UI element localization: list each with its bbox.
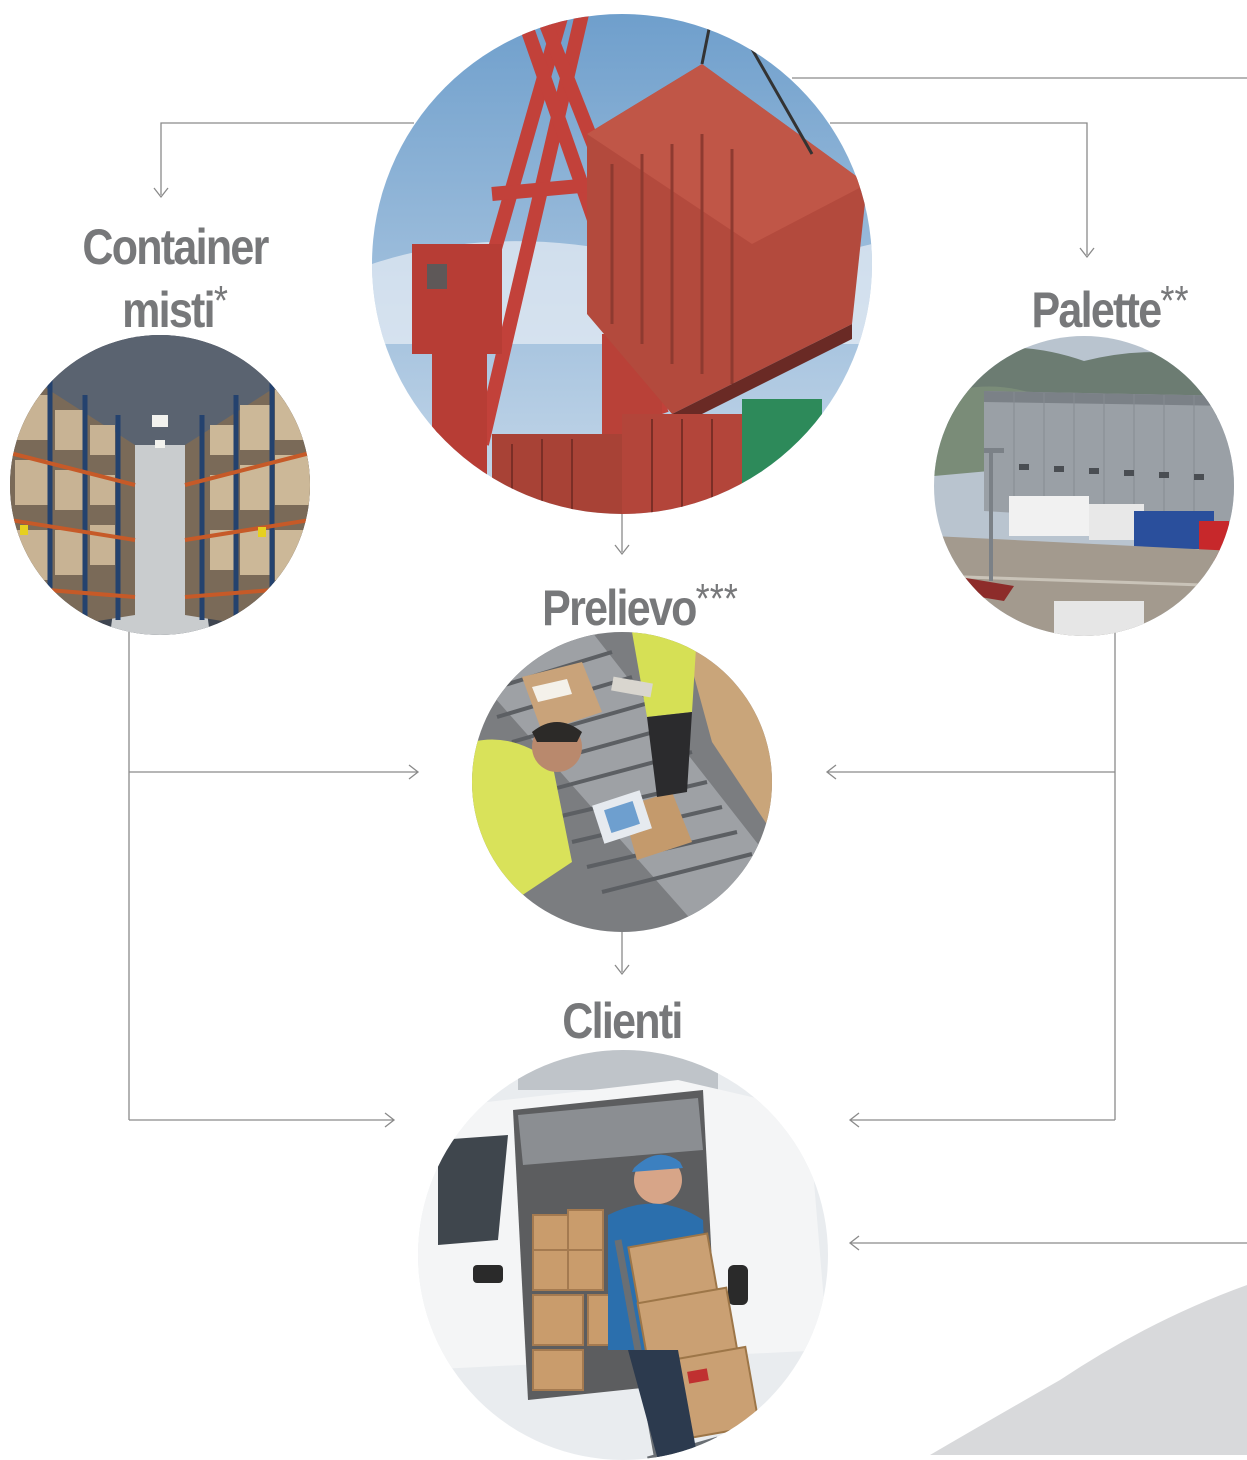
decorative-wedge <box>930 1285 1247 1455</box>
courier-illustration <box>418 1050 828 1460</box>
connector-source-to-palette <box>830 122 1088 255</box>
picking-illustration <box>472 632 772 932</box>
container-misti-photo-warehouse <box>10 335 310 635</box>
label-container-misti-line2: misti* <box>50 274 299 337</box>
label-container-misti: Container misti* <box>50 220 299 337</box>
arrowhead-left-clienti <box>384 1112 396 1128</box>
arrowhead-right-clienti <box>848 1112 860 1128</box>
label-palette-text: Palette <box>1031 282 1162 338</box>
arrowhead-right-prelievo <box>825 764 837 780</box>
label-clienti-text: Clienti <box>562 993 683 1049</box>
logistics-center-illustration <box>934 336 1234 636</box>
label-prelievo-mark: *** <box>695 575 738 622</box>
label-prelievo-text: Prelievo <box>542 580 697 636</box>
source-photo-crane-container <box>372 14 872 514</box>
label-prelievo: Prelievo*** <box>511 572 769 635</box>
arrowhead-right-clienti-lower <box>848 1235 860 1251</box>
label-palette-mark: ** <box>1160 277 1189 324</box>
palette-photo-logistics-center <box>934 336 1234 636</box>
label-palette: Palette** <box>981 274 1239 337</box>
arrowhead-palette <box>1079 247 1095 259</box>
arrowhead-prelievo <box>614 544 630 556</box>
label-container-misti-mark: * <box>213 277 228 324</box>
arrowhead-clienti <box>614 964 630 976</box>
connector-source-to-container-misti <box>160 122 414 195</box>
arrowhead-left-prelievo <box>408 764 420 780</box>
label-clienti: Clienti <box>493 994 751 1048</box>
warehouse-illustration <box>10 335 310 635</box>
label-container-misti-line2-text: misti <box>122 282 215 338</box>
crane-container-illustration <box>372 14 872 514</box>
arrowhead-container-misti <box>153 187 169 199</box>
label-container-misti-line1: Container <box>82 219 269 275</box>
prelievo-photo-picking <box>472 632 772 932</box>
clienti-photo-courier <box>418 1050 828 1460</box>
